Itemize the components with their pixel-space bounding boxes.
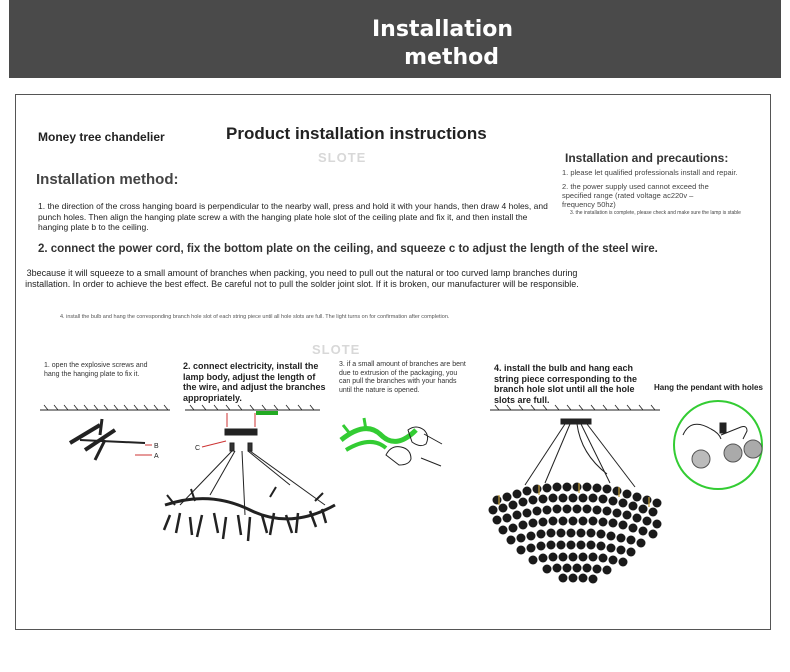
step-1-text: 1. the direction of the cross hanging bo… (38, 201, 548, 232)
banner-title: Installation method (339, 16, 514, 72)
watermark-text: SLOTE (318, 150, 367, 165)
panel-3-illustration (339, 417, 443, 467)
label-c: C (195, 445, 200, 452)
panel-4-illustration (488, 404, 662, 584)
instructions-frame (15, 94, 771, 630)
step-2-text: 2. connect the power cord, fix the botto… (38, 243, 658, 255)
banner-title-line2: method (404, 45, 499, 70)
banner-title-line1: Installation (372, 17, 514, 42)
panel-2-illustration: C (162, 404, 336, 542)
step-4-text: 4. install the bulb and hang the corresp… (60, 314, 450, 320)
watermark-text-2: SLOTE (312, 342, 361, 357)
precaution-item: 1. please let qualified professionals in… (562, 168, 738, 177)
product-name: Money tree chandelier (38, 130, 165, 144)
panel-1-illustration: B A (40, 404, 170, 461)
label-a: A (154, 453, 159, 460)
panel-5-caption: Hang the pendant with holes (654, 383, 763, 392)
precaution-item: 3. the installation is complete, please … (570, 210, 741, 216)
header-banner: Installation method (9, 0, 781, 78)
method-title: Installation method: (36, 171, 179, 188)
panel-3-caption: 3. if a small amount of branches are ben… (339, 361, 466, 394)
label-b: B (154, 443, 159, 450)
precautions-title: Installation and precautions: (565, 151, 729, 165)
document-title: Product installation instructions (226, 124, 487, 143)
watermark-logo: SLOTE (318, 150, 366, 165)
watermark-logo-2: SLOTE (312, 342, 360, 357)
panel-5-illustration (673, 400, 763, 490)
panel-4-caption: 4. install the bulb and hang each string… (494, 363, 638, 405)
step-3-text: 3because it will squeeze to a small amou… (25, 268, 579, 289)
panel-2-caption: 2. connect electricity, install the lamp… (183, 361, 326, 403)
panel-1-caption: 1. open the explosive screws and hang th… (44, 362, 148, 378)
precaution-item: 2. the power supply used cannot exceed t… (562, 182, 709, 209)
